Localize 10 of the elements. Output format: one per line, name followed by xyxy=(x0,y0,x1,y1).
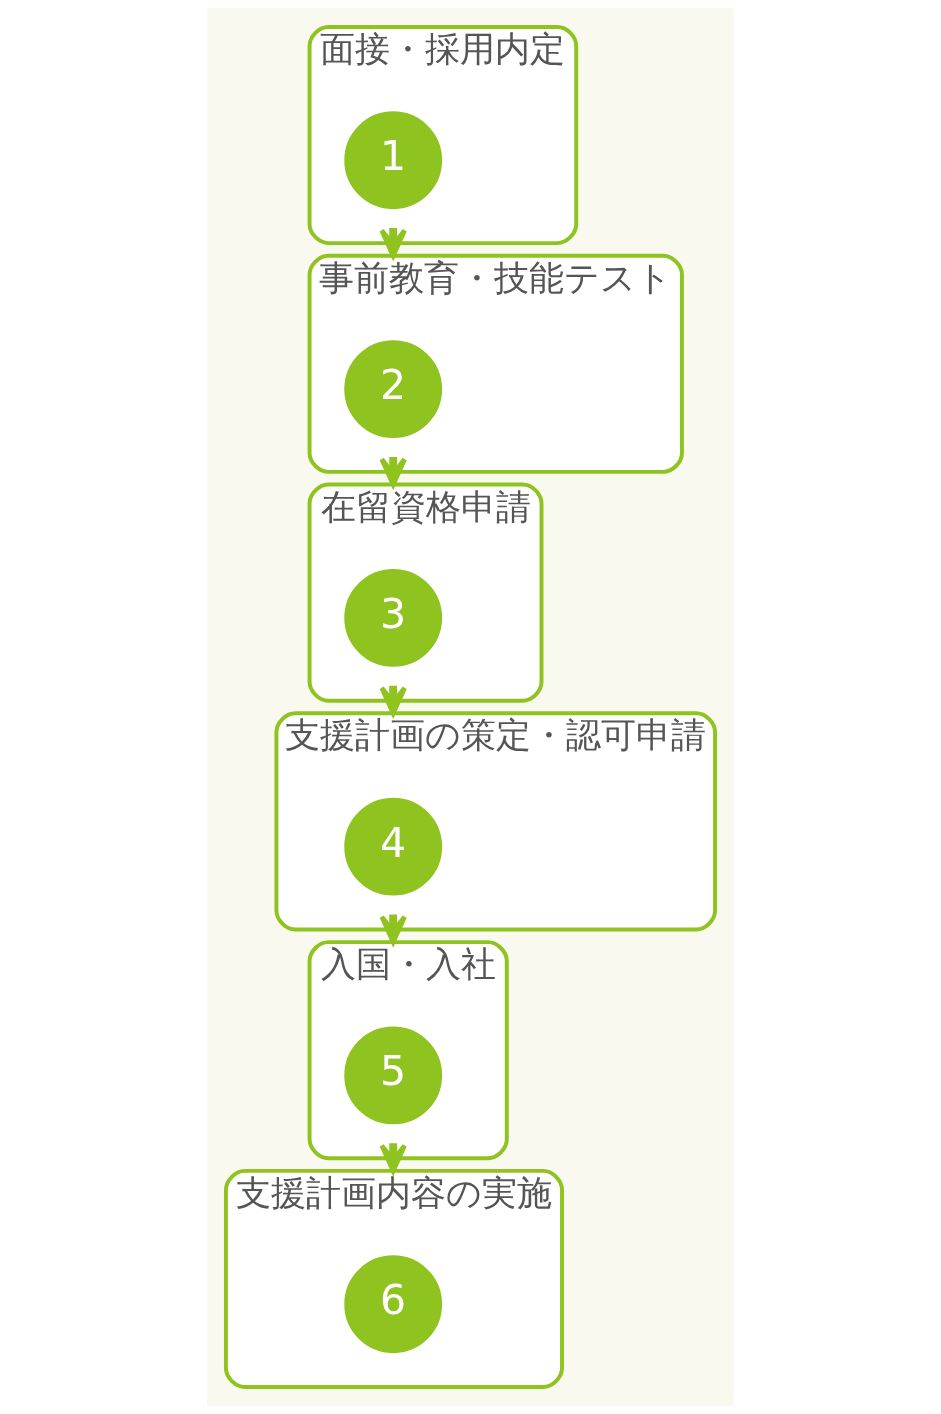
arrow xyxy=(379,914,407,945)
node-circle: 1 xyxy=(344,111,443,210)
arrow xyxy=(379,1143,407,1174)
node-circle: 2 xyxy=(344,340,443,438)
node-circle: 4 xyxy=(344,797,443,896)
arrow xyxy=(379,685,407,716)
node-circle: 5 xyxy=(344,1026,443,1125)
arrow xyxy=(379,228,407,259)
node-circle: 3 xyxy=(344,568,443,667)
node-circle: 6 xyxy=(344,1255,443,1354)
